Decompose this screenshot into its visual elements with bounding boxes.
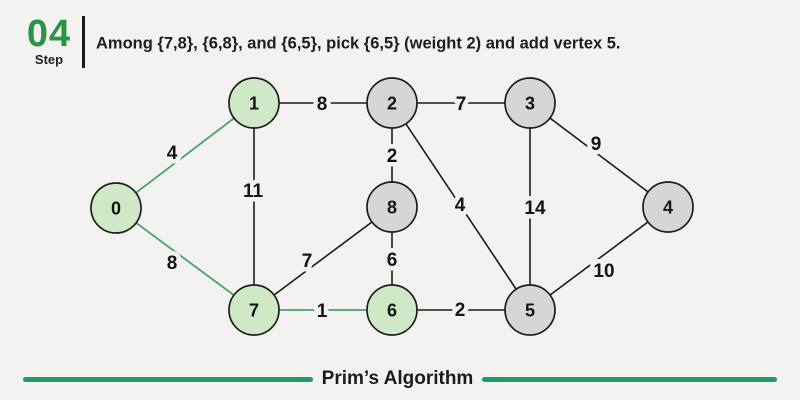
vertex-label: 1 bbox=[249, 93, 259, 113]
vertex-2-unvisited: 2 bbox=[366, 77, 418, 129]
edge-weight-4-5: 10 bbox=[593, 261, 614, 282]
edge-4-5 bbox=[529, 206, 669, 311]
vertex-4-unvisited: 4 bbox=[642, 181, 694, 233]
footer: Prim’s Algorithm bbox=[0, 366, 800, 392]
footer-rule-right bbox=[482, 376, 778, 382]
step-badge: 04 Step bbox=[20, 14, 78, 67]
step-label: Step bbox=[34, 52, 64, 67]
vertex-circle bbox=[366, 181, 418, 233]
vertex-6-visited: 6 bbox=[366, 284, 418, 336]
vertex-circle bbox=[366, 284, 418, 336]
edge-weight-3-5: 14 bbox=[524, 198, 546, 219]
vertex-circle bbox=[504, 284, 556, 336]
edge-weight-2-8: 2 bbox=[387, 146, 398, 167]
edge-weight-3-4: 9 bbox=[591, 134, 602, 155]
vertex-label: 2 bbox=[387, 93, 397, 113]
edge-weight-1-2: 8 bbox=[317, 94, 328, 115]
edge-weight-1-7: 11 bbox=[243, 181, 264, 202]
vertex-circle bbox=[90, 182, 142, 234]
vertex-label: 5 bbox=[525, 300, 535, 320]
footer-title: Prim’s Algorithm bbox=[321, 368, 474, 389]
vertex-label: 7 bbox=[249, 300, 259, 320]
vertex-label: 6 bbox=[387, 300, 397, 320]
vertex-label: 4 bbox=[663, 197, 673, 217]
vertex-circle bbox=[642, 181, 694, 233]
vertex-8-unvisited: 8 bbox=[366, 181, 418, 233]
header: 04 Step Among {7,8}, {6,8}, and {6,5}, p… bbox=[0, 0, 800, 78]
edge-2-5 bbox=[391, 102, 531, 311]
header-divider bbox=[82, 16, 85, 68]
edge-weight-6-5: 2 bbox=[455, 300, 466, 321]
vertex-label: 0 bbox=[111, 198, 121, 218]
edge-weight-7-8: 7 bbox=[302, 251, 313, 272]
edge-weight-7-6: 1 bbox=[317, 301, 328, 322]
edge-weight-2-5: 4 bbox=[455, 195, 466, 216]
edge-weight-2-3: 7 bbox=[456, 94, 467, 115]
vertex-circle bbox=[228, 284, 280, 336]
vertex-5-unvisited: 5 bbox=[504, 284, 556, 336]
edge-7-8 bbox=[253, 206, 393, 311]
vertex-1-visited: 1 bbox=[228, 77, 280, 129]
vertex-circle bbox=[228, 77, 280, 129]
vertex-label: 8 bbox=[387, 197, 397, 217]
step-number: 04 bbox=[26, 13, 72, 55]
vertex-circle bbox=[504, 77, 556, 129]
vertex-7-visited: 7 bbox=[228, 284, 280, 336]
edge-weight-0-7: 8 bbox=[167, 253, 178, 274]
edge-0-1-mst bbox=[115, 102, 255, 209]
vertex-3-unvisited: 3 bbox=[504, 77, 556, 129]
edge-weight-0-1: 4 bbox=[167, 143, 178, 164]
edge-3-4 bbox=[529, 102, 669, 208]
step-description: Among {7,8}, {6,8}, and {6,5}, pick {6,5… bbox=[96, 34, 621, 53]
vertex-0-visited: 0 bbox=[90, 182, 142, 234]
edge-0-7-mst bbox=[115, 207, 255, 311]
vertex-label: 3 bbox=[525, 93, 535, 113]
edge-weight-8-6: 6 bbox=[387, 250, 398, 271]
vertex-circle bbox=[366, 77, 418, 129]
footer-rule-left bbox=[22, 376, 313, 382]
